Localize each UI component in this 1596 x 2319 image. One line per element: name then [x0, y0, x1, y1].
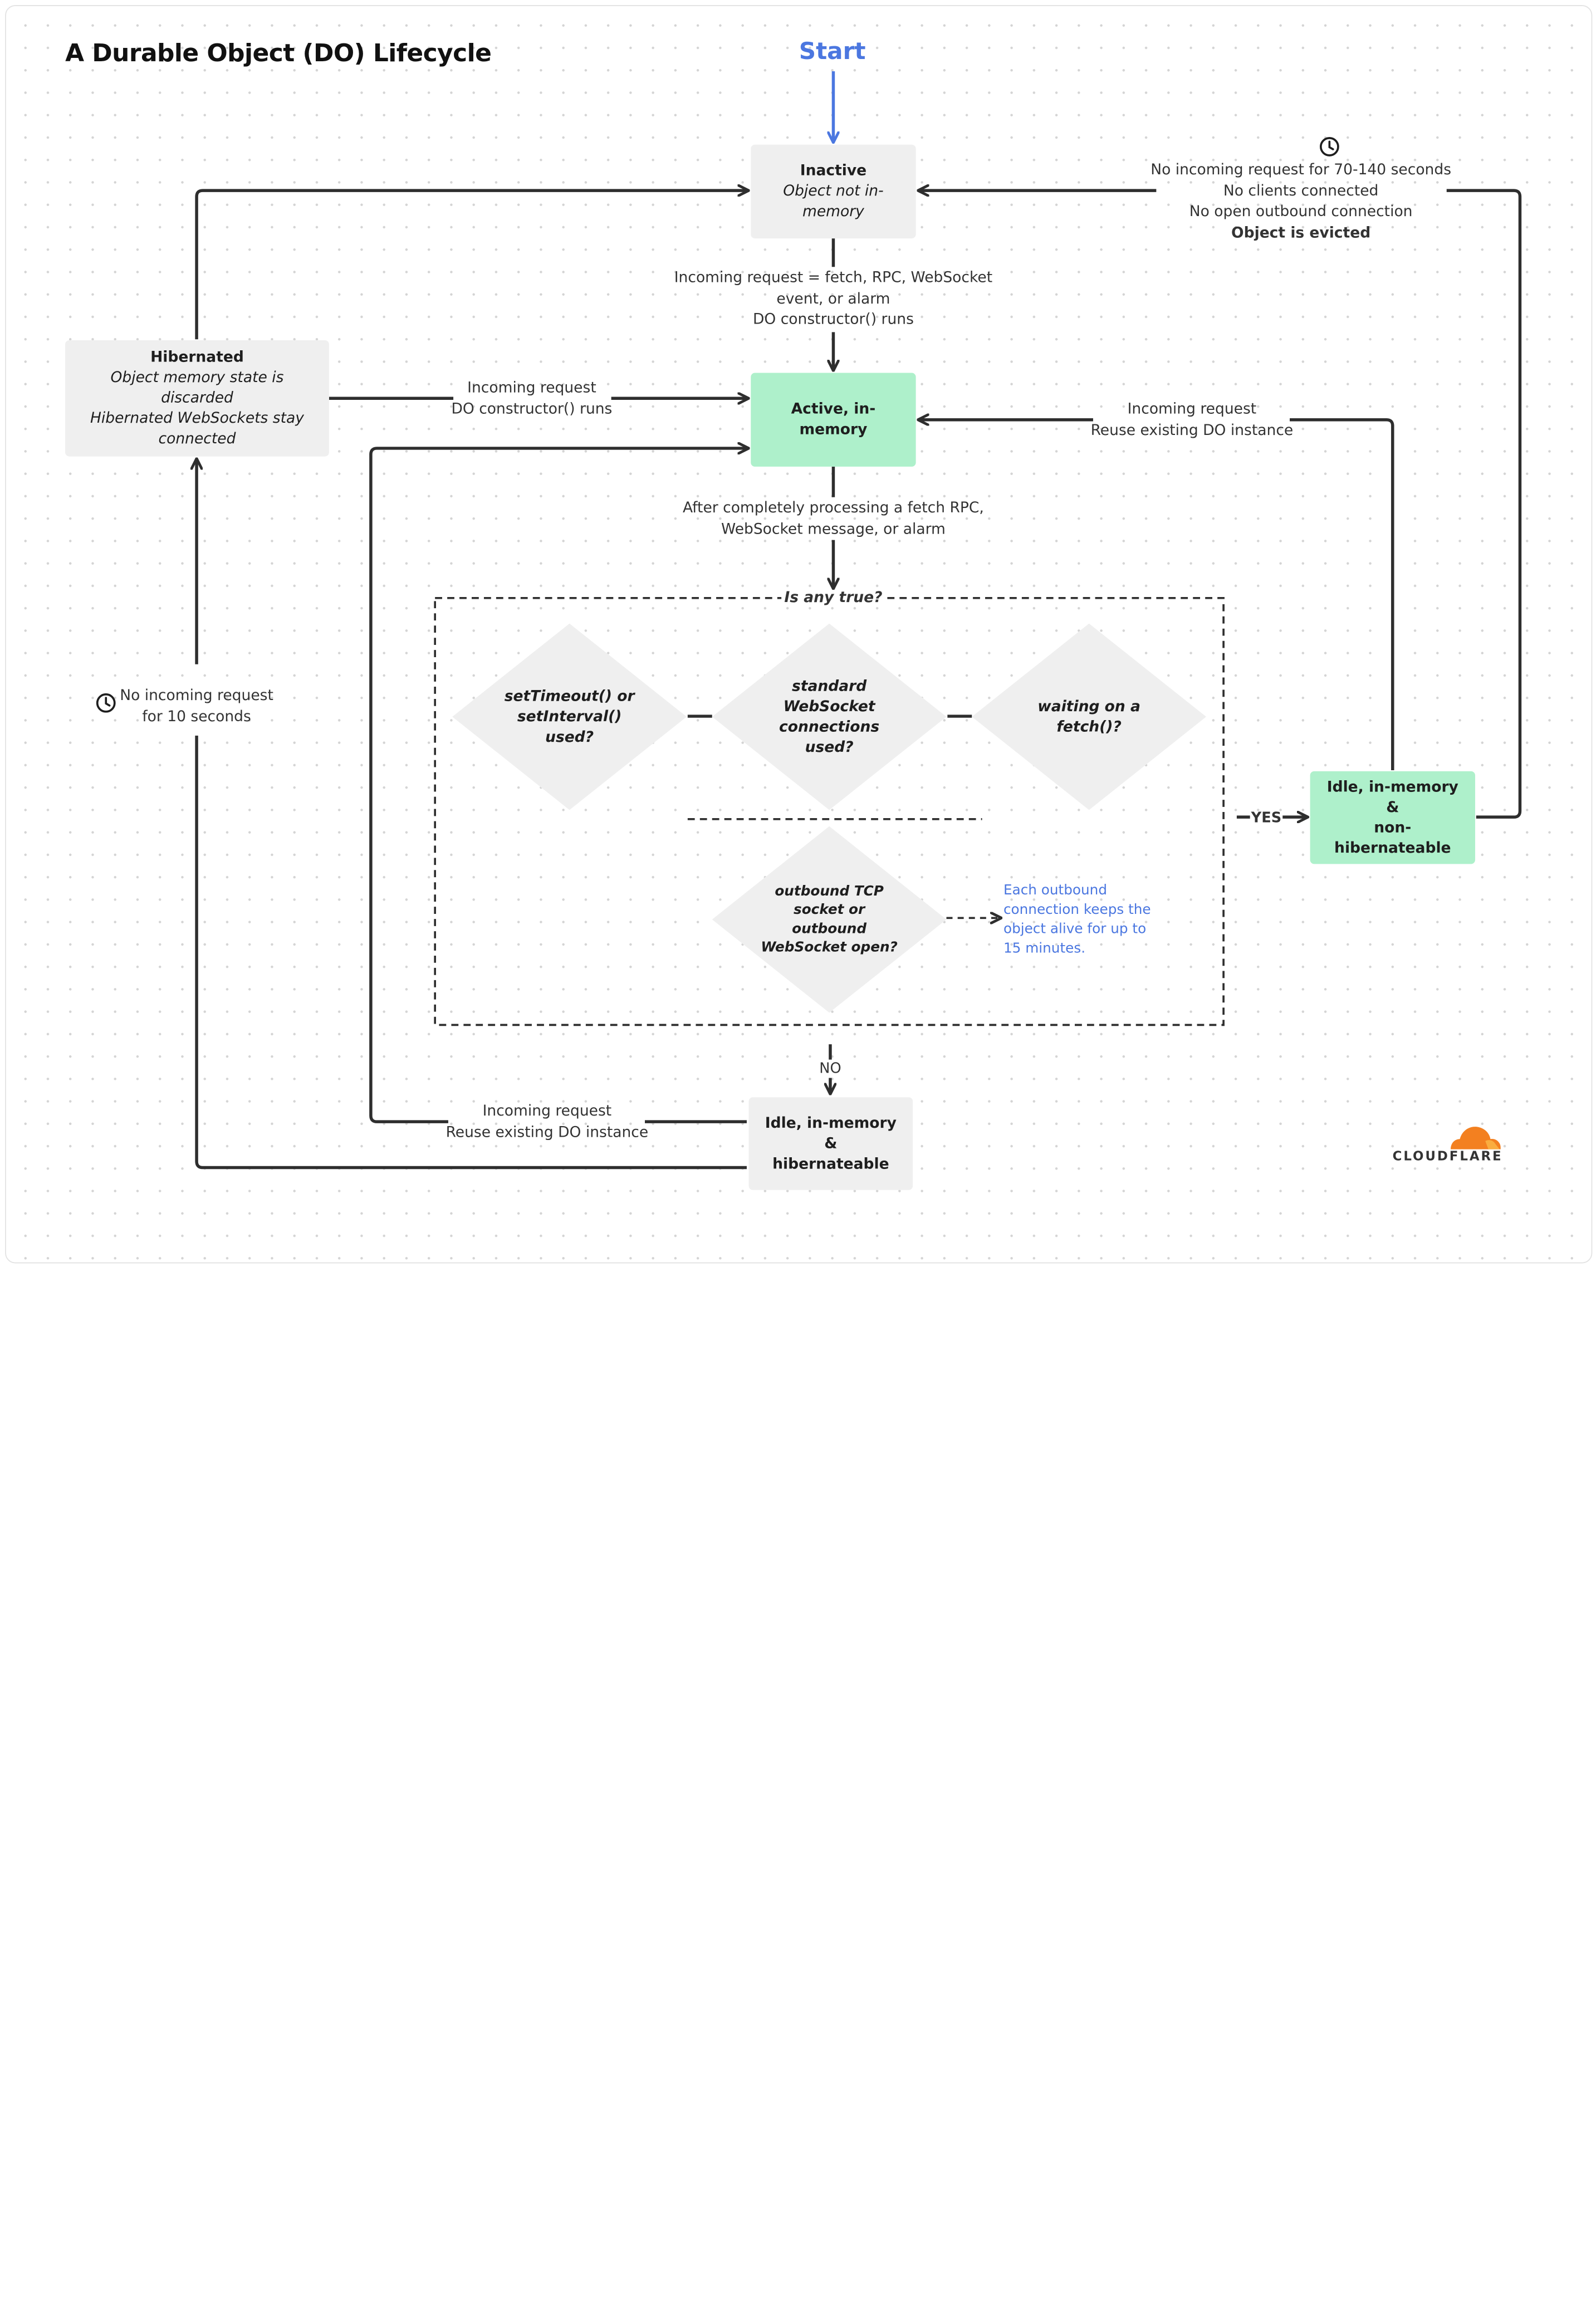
eviction-label: No incoming request for 70-140 seconds N…: [1147, 160, 1455, 243]
idle-hib-active-line1: Incoming request: [482, 1103, 612, 1120]
idle-hib-to-active-label: Incoming request Reuse existing DO insta…: [445, 1102, 649, 1143]
no-request-line2: for 10 seconds: [142, 708, 251, 725]
idle-nh-line2: non-hibernateable: [1334, 819, 1451, 857]
start-label: Start: [799, 38, 866, 66]
eviction-line4: Object is evicted: [1231, 224, 1371, 241]
condition-timers-diamond: setTimeout() or setInterval() used?: [452, 623, 687, 810]
timers-line1: setTimeout() or: [504, 688, 635, 705]
hib-active-line1: Incoming request: [467, 380, 596, 397]
page-title: A Durable Object (DO) Lifecycle: [65, 38, 492, 67]
no-label: NO: [819, 1060, 841, 1077]
hibernated-title: Hibernated: [150, 349, 244, 366]
websocket-line3: connections: [779, 718, 880, 735]
idle-hibernateable-node: Idle, in-memory & hibernateable: [748, 1097, 913, 1190]
outbound-note: Each outbound connection keeps the objec…: [1003, 882, 1151, 957]
cloudflare-cloud-icon: [1451, 1127, 1501, 1149]
timers-line3: used?: [545, 728, 594, 746]
edge-idle-nh-to-inactive: [918, 190, 1522, 819]
outbound-line2: socket or: [794, 902, 865, 918]
edge-idle-hib-to-hibernated: [197, 458, 747, 1170]
is-any-true-text: Is any true?: [781, 590, 886, 606]
fetch-line1: waiting on a: [1037, 698, 1140, 715]
connector-lines: [0, 71, 1522, 1170]
condition-websocket-diamond: standard WebSocket connections used?: [712, 623, 947, 810]
websocket-line2: WebSocket: [783, 698, 875, 715]
websocket-line1: standard: [791, 678, 867, 694]
websocket-line4: used?: [805, 739, 854, 756]
incoming-line1: Incoming request = fetch, RPC, WebSocket: [674, 270, 993, 287]
hibernated-line3: connected: [158, 430, 236, 448]
no-request-line1: No incoming request: [120, 687, 273, 704]
inactive-node: Inactive Object not in-memory: [751, 144, 916, 239]
hibernated-line1: Object memory state is discarded: [110, 370, 284, 407]
hib-active-line2: DO constructor() runs: [451, 400, 613, 418]
eviction-line1: No incoming request for 70-140 seconds: [1151, 162, 1452, 179]
active-node: Active, in-memory: [751, 373, 916, 467]
inactive-subtitle: Object not in-memory: [783, 183, 884, 221]
condition-fetch-diamond: waiting on a fetch()?: [972, 623, 1207, 810]
hibernated-line2: Hibernated WebSockets stay: [90, 410, 304, 427]
edge-idle-nh-to-active: [918, 420, 1394, 771]
idle-hib-active-line2: Reuse existing DO instance: [445, 1124, 649, 1141]
idle-hib-line2: hibernateable: [772, 1156, 889, 1172]
incoming-request-label: Incoming request = fetch, RPC, WebSocket…: [670, 268, 996, 331]
idle-non-hibernateable-node: Idle, in-memory & non-hibernateable: [1310, 771, 1475, 864]
idle-nh-to-active-label: Incoming request Reuse existing DO insta…: [1090, 399, 1294, 441]
after-processing-label: After completely processing a fetch RPC,…: [670, 498, 996, 540]
condition-outbound-diamond: outbound TCP socket or outbound WebSocke…: [712, 826, 947, 1013]
eviction-line3: No open outbound connection: [1189, 203, 1413, 221]
fetch-line2: fetch()?: [1056, 718, 1122, 735]
inactive-title: Inactive: [800, 163, 867, 179]
eviction-line2: No clients connected: [1223, 183, 1379, 199]
after-line2: WebSocket message, or alarm: [721, 521, 946, 538]
outbound-line1: outbound TCP: [775, 883, 884, 899]
edge-idle-hib-to-active: [369, 448, 749, 1123]
cloudflare-wordmark: CLOUDFLARE: [1392, 1148, 1503, 1164]
outbound-line3: outbound: [792, 920, 867, 937]
hibernated-to-active-label: Incoming request DO constructor() runs: [440, 378, 623, 420]
after-line1: After completely processing a fetch RPC,: [682, 500, 984, 517]
clock-icon: [96, 693, 116, 713]
outbound-line4: WebSocket open?: [761, 939, 898, 956]
idle-nh-line1: Idle, in-memory &: [1326, 779, 1458, 816]
yes-label: YES: [1251, 810, 1282, 826]
active-title: Active, in-memory: [791, 401, 876, 438]
idle-nh-active-line1: Incoming request: [1127, 401, 1257, 418]
incoming-line2: event, or alarm: [776, 291, 890, 307]
incoming-line3: DO constructor() runs: [752, 311, 914, 329]
timers-line2: setInterval(): [517, 708, 622, 725]
hibernated-node: Hibernated Object memory state is discar…: [65, 340, 329, 457]
edge-hibernated-to-inactive: [195, 190, 749, 340]
idle-hib-line1: Idle, in-memory &: [765, 1115, 897, 1152]
is-any-true-label: Is any true?: [774, 588, 892, 609]
no-request-10s-label: No incoming request for 10 seconds: [114, 686, 279, 727]
idle-nh-active-line2: Reuse existing DO instance: [1090, 422, 1294, 439]
clock-icon: [1319, 137, 1339, 156]
